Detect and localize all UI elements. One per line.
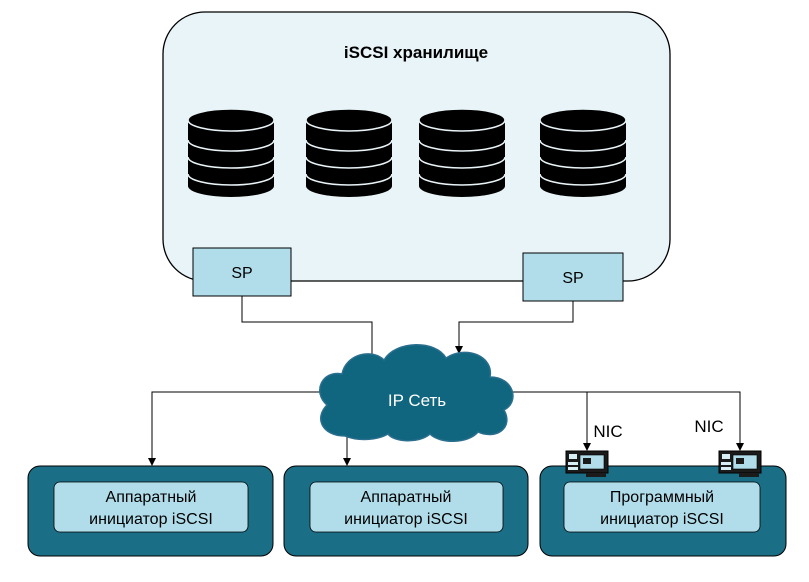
host-2-label-line1: Аппаратный: [361, 489, 452, 506]
sp-right-label: SP: [562, 270, 583, 287]
connector-nic-2: [510, 391, 744, 451]
network-card-icon: [565, 450, 609, 477]
connector-host-1: [148, 391, 330, 466]
host-1-initiator-box: [53, 481, 249, 533]
nic-label-right: NIC: [694, 417, 723, 436]
network-card-icon: [718, 450, 762, 477]
network-label: IP Сеть: [388, 391, 446, 410]
connector-nic-1: [505, 391, 591, 451]
database-icon: [539, 108, 627, 197]
host-2: Аппаратный инициатор iSCSI: [283, 465, 529, 557]
host-1-label-line2: инициатор iSCSI: [89, 511, 213, 528]
host-1: Аппаратный инициатор iSCSI: [27, 465, 274, 557]
connector-sp-right: [455, 301, 574, 354]
host-2-label-line2: инициатор iSCSI: [344, 511, 468, 528]
sp-right-box: [522, 252, 624, 302]
database-icon: [305, 108, 393, 197]
nic-label-left: NIC: [593, 422, 622, 441]
connector-sp-left: [241, 296, 376, 363]
storage-enclosure: [162, 11, 671, 282]
storage-title: iSCSI хранилище: [344, 43, 488, 62]
database-icon: [418, 108, 506, 197]
sp-left-label: SP: [231, 265, 252, 282]
host-2-initiator-box: [309, 481, 504, 533]
host-1-label-line1: Аппаратный: [106, 489, 197, 506]
host-3-initiator-box: [563, 481, 761, 533]
sp-left-box: [192, 247, 292, 297]
host-3: Программный инициатор iSCSI: [539, 465, 787, 557]
host-3-label-line1: Программный: [610, 489, 714, 506]
database-icon: [187, 108, 275, 197]
host-3-label-line2: инициатор iSCSI: [600, 511, 724, 528]
cloud-icon: [319, 344, 514, 442]
